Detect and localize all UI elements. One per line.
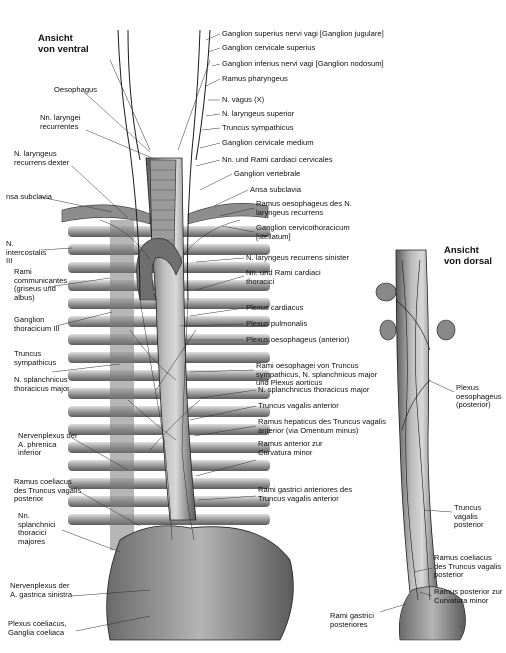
label-ganglion-cervicale-superius: Ganglion cervicale superius	[222, 43, 316, 52]
label-ganglion-inferius-vagi: Ganglion inferius nervi vagi [Ganglion n…	[222, 59, 384, 68]
label-plexus-oesophageus-anterior: Plexus oesophageus (anterior)	[246, 335, 350, 344]
label-ramus-hepaticus: Ramus hepaticus des Truncus vagalis ante…	[258, 417, 386, 435]
label-ramus-posterior-curvatura-minor: Ramus posterior zur Curvatura minor	[434, 587, 503, 605]
label-n-intercostalis: N. intercostalis III	[6, 239, 47, 266]
label-truncus-vagalis-posterior: Truncus vagalis posterior	[454, 503, 484, 530]
clavicle-right	[187, 203, 269, 225]
ventral-title-line-2: von ventral	[38, 43, 89, 55]
label-ramus-pharyngeus: Ramus pharyngeus	[222, 74, 288, 83]
label-ramus-anterior-curvatura-minor: Ramus anterior zur Curvatura minor	[258, 439, 323, 457]
label-nn-rami-cardiaci-thoracici: Nn. und Rami cardiaci thoracici	[246, 268, 321, 286]
label-nn-laryngei-recurrentes: Nn. laryngei recurrentes	[40, 113, 81, 131]
bronchus-lower-dorsal	[379, 319, 397, 341]
stomach-dorsal	[398, 586, 466, 641]
label-plexus-oesophageus-posterior: Plexus oesophageus (posterior)	[456, 383, 502, 410]
ventral-view	[61, 29, 294, 641]
label-truncus-sympathicus-left: Truncus sympathicus	[14, 349, 57, 367]
dorsal-title-line-2: von dorsal	[444, 255, 493, 267]
label-ganglion-thoracicum: Ganglion thoracicum III	[14, 315, 60, 333]
ventral-view-title: Ansicht von ventral	[38, 33, 89, 55]
label-n-splanchnicus-thoracicus-major-left: N. splanchnicus thoracicus major	[14, 375, 70, 393]
label-ansa-subclavia-left: nsa subclavia	[6, 192, 53, 201]
label-ganglion-cervicale-medium: Ganglion cervicale medium	[222, 138, 314, 147]
ventral-title-line-1: Ansicht	[38, 33, 73, 44]
label-n-laryngeus-recurrens-sinister: N. laryngeus recurrens sinister	[246, 253, 349, 262]
label-ganglion-vertebrale: Ganglion vertebrale	[234, 169, 301, 178]
label-n-laryngeus-recurrens-dexter: N. laryngeus recurrens dexter	[14, 149, 70, 167]
label-rami-gastrici-anteriores: Rami gastrici anteriores des Truncus vag…	[258, 485, 353, 503]
label-nn-rami-cardiaci-cervicales: Nn. und Rami cardiaci cervicales	[222, 155, 333, 164]
bronchus-right-dorsal	[436, 319, 456, 341]
label-truncus-sympathicus-right: Truncus sympathicus	[222, 123, 294, 132]
label-ramus-coeliacus-posterior: Ramus coeliacus des Truncus vagalis post…	[14, 477, 82, 504]
label-n-vagus: N. vagus (X)	[222, 95, 265, 104]
stomach	[106, 525, 294, 641]
label-ansa-subclavia-right: Ansa subclavia	[250, 185, 302, 194]
label-nervenplexus-a-gastrica: Nervenplexus der A. gastrica sinistra	[10, 581, 73, 599]
label-truncus-vagalis-anterior: Truncus vagalis anterior	[258, 401, 339, 410]
label-ramus-oesophageus-recurrens: Ramus oesophageus des N. laryngeus recur…	[256, 199, 352, 217]
label-oesophagus: Oesophagus	[54, 85, 98, 94]
label-plexus-pulmonalis: Plexus pulmonalis	[246, 319, 308, 328]
label-rami-gastrici-posteriores: Rami gastrici posteriores	[330, 611, 374, 629]
trachea	[149, 159, 177, 251]
label-n-splanchnicus-thoracicus-major-right: N. splanchnicus thoracicus major	[258, 385, 370, 394]
label-ganglion-cervicothoracicum: Ganglion cervicothoracicum [stellatum]	[256, 223, 350, 241]
label-n-laryngeus-superior: N. laryngeus superior	[222, 109, 295, 118]
label-nervenplexus-a-phrenica: Nervenplexus der A. phrenica inferior	[18, 431, 78, 458]
dorsal-view-title: Ansicht von dorsal	[444, 245, 493, 267]
leader-lines	[39, 33, 455, 632]
label-rami-communicantes: Rami communicantes (griseus und albus)	[14, 267, 68, 302]
label-nn-splanchnici-thoracici-majores: Nn. splanchnici thoracici majores	[18, 511, 56, 546]
aortic-arch	[136, 238, 183, 301]
label-ramus-coeliacus-dorsal: Ramus coeliacus des Truncus vagalis post…	[434, 553, 502, 580]
vertebral-column	[110, 220, 134, 550]
bronchus-left-dorsal	[375, 282, 397, 302]
label-ganglion-superius-vagi: Ganglion superius nervi vagi [Ganglion j…	[222, 29, 384, 38]
label-plexus-coeliacus: Plexus coeliacus, Ganglia coeliaca	[8, 619, 67, 637]
dorsal-title-line-1: Ansicht	[444, 245, 479, 256]
clavicle-left	[61, 204, 151, 225]
label-plexus-cardiacus: Plexus cardiacus	[246, 303, 304, 312]
label-rami-oesophagei: Rami oesophagei von Truncus sympathicus,…	[256, 361, 378, 388]
dorsal-view	[375, 249, 466, 641]
